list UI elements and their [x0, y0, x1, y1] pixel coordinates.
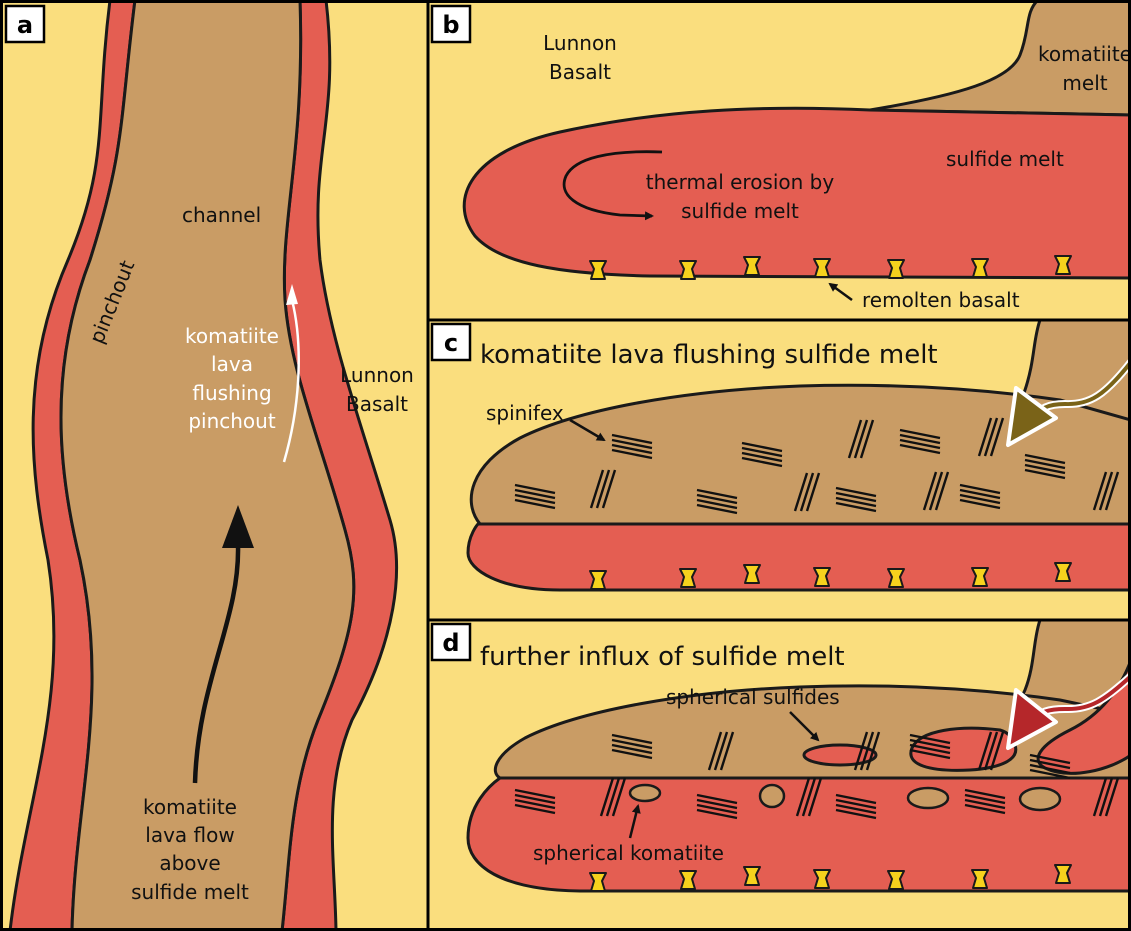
erosion-line-1: thermal erosion by	[646, 170, 835, 194]
panel-c: komatiite lava flushing sulfide melt spi…	[428, 320, 1131, 620]
panel-letter-c-text: c	[444, 329, 458, 357]
flushing-line-4: pinchout	[188, 409, 276, 433]
panel-letter-d: d	[432, 624, 470, 660]
komatiite-melt-line-1: komatiite	[1038, 42, 1131, 66]
panel-d: further influx of sulfide melt spherical…	[428, 620, 1131, 931]
remolten-label: remolten basalt	[862, 288, 1020, 312]
panel-a: pinchout channel komatiite lava flushing…	[0, 0, 428, 931]
panel-letter-d-text: d	[442, 629, 459, 657]
panel-letter-c: c	[432, 324, 470, 360]
flushing-line-1: komatiite	[185, 324, 279, 348]
flushing-line-3: flushing	[192, 381, 271, 405]
basalt-a-line-2: Basalt	[346, 392, 408, 416]
panel-b: Lunnon Basalt komatiite melt sulfide mel…	[428, 0, 1131, 320]
flow-line-2: lava flow	[145, 823, 234, 847]
sulfide-melt-label: sulfide melt	[946, 147, 1064, 171]
spherical-komatiite-label: spherical komatiite	[533, 841, 724, 865]
spinifex-label: spinifex	[486, 401, 564, 425]
flushing-line-2: lava	[211, 352, 253, 376]
erosion-line-2: sulfide melt	[681, 199, 799, 223]
panel-letter-b: b	[432, 6, 470, 42]
panel-letter-a-text: a	[17, 11, 33, 39]
panel-d-title: further influx of sulfide melt	[480, 642, 845, 672]
basalt-b-line-2: Basalt	[549, 60, 611, 84]
panel-letter-a: a	[6, 6, 44, 42]
spherical-sulfides-label: spherical sulfides	[666, 685, 840, 709]
panel-c-title: komatiite lava flushing sulfide melt	[480, 340, 938, 370]
basalt-b-line-1: Lunnon	[543, 31, 617, 55]
basalt-a-line-1: Lunnon	[340, 363, 414, 387]
flow-line-3: above	[159, 851, 220, 875]
flow-line-4: sulfide melt	[131, 880, 249, 904]
flow-line-1: komatiite	[143, 795, 237, 819]
sulfide-lens-c	[468, 524, 1131, 590]
komatiite-melt-line-2: melt	[1062, 71, 1107, 95]
panel-letter-b-text: b	[442, 11, 459, 39]
channel-label: channel	[182, 203, 261, 227]
